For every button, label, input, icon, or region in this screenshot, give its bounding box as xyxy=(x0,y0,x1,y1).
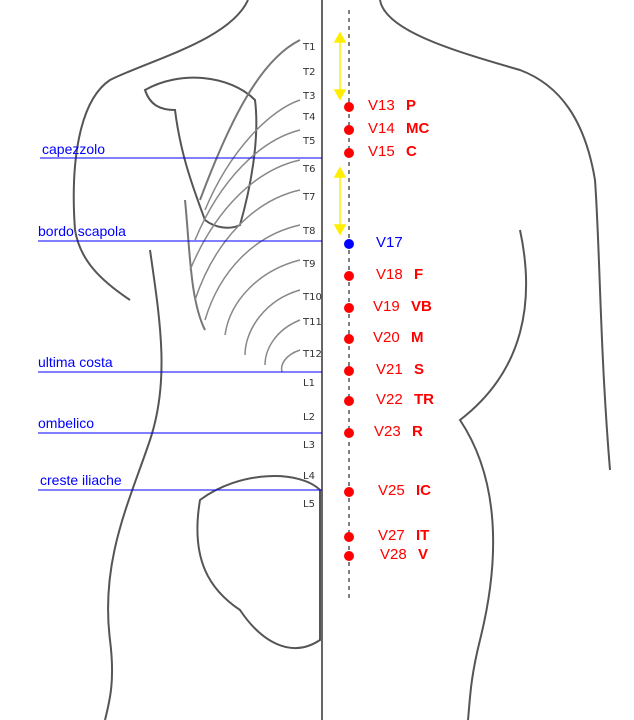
acupoint-dot-v20 xyxy=(344,334,354,344)
acupoint-code: R xyxy=(412,423,423,440)
left-flank-outline xyxy=(104,249,163,720)
vertebra-label: T5 xyxy=(303,136,316,147)
vertebra-label: L5 xyxy=(303,499,315,510)
vertebra-label: T1 xyxy=(303,42,316,53)
acupoint-dot-v23 xyxy=(344,428,354,438)
acupoint-id: V28 xyxy=(380,546,407,563)
acupoint-dot-v25 xyxy=(344,487,354,497)
acupoint-dot-v22 xyxy=(344,396,354,406)
acupoint-id: V13 xyxy=(368,97,395,114)
vertebra-label: L1 xyxy=(303,378,315,389)
vertebra-label: T10 xyxy=(303,292,322,303)
pelvis-outline xyxy=(196,475,321,650)
acupoint-id: V20 xyxy=(373,329,400,346)
landmark-creste-iliache: creste iliache xyxy=(40,472,122,488)
landmark-ombelico: ombelico xyxy=(38,415,95,431)
acupoint-id: V27 xyxy=(378,527,405,544)
acupoint-dot-v13 xyxy=(344,102,354,112)
right-shoulder-outline xyxy=(379,0,611,471)
acupoint-label: V23 R xyxy=(374,423,423,440)
ribs xyxy=(189,99,301,373)
landmark-bordo-scapola: bordo scapola xyxy=(38,223,126,239)
acupoint-code: S xyxy=(414,361,425,378)
landmark-lines xyxy=(38,157,322,491)
acupoint-id: V25 xyxy=(378,482,405,499)
acupoint-label: V15 C xyxy=(368,143,417,160)
acupoint-id: V19 xyxy=(373,298,400,315)
acupoint-code: P xyxy=(406,97,417,114)
acupoint-code: M xyxy=(411,329,424,346)
acupoint-code: C xyxy=(406,143,417,160)
acupoint-id: V14 xyxy=(368,120,395,137)
acupoint-code: F xyxy=(414,266,424,283)
vertebra-label: T7 xyxy=(303,192,316,203)
acupoint-dot-v28 xyxy=(344,551,354,561)
acupoint-label: V18 F xyxy=(376,266,423,283)
vertebra-label: T2 xyxy=(303,67,316,78)
vertebra-label: L4 xyxy=(303,471,315,482)
acupoint-id: V23 xyxy=(374,423,401,440)
acupoint-dot-v27 xyxy=(344,532,354,542)
acupoint-label: V27 IT xyxy=(378,527,429,544)
vertebra-label: T6 xyxy=(303,164,316,175)
vertebra-label: T3 xyxy=(303,91,316,102)
yellow-arrows xyxy=(333,31,347,236)
vertebra-label: T11 xyxy=(303,317,322,328)
acupoint-code: MC xyxy=(406,120,430,137)
acupoint-code: TR xyxy=(414,391,434,408)
acupoint-code: V xyxy=(418,546,429,563)
acupoint-dot-v15 xyxy=(344,148,354,158)
acupoint-dot-v17 xyxy=(344,239,354,249)
vertebra-label: T12 xyxy=(303,349,322,360)
acupoint-id: V18 xyxy=(376,266,403,283)
acupoint-label: V21 S xyxy=(376,361,424,378)
scapula-outline xyxy=(143,76,258,229)
acupoint-id: V21 xyxy=(376,361,403,378)
acupoint-id: V22 xyxy=(376,391,403,408)
vertebra-label: L2 xyxy=(303,412,315,423)
acupoint-id: V17 xyxy=(376,234,403,251)
landmark-capezzolo: capezzolo xyxy=(42,141,106,157)
acupoint-label: V28 V xyxy=(380,546,428,563)
acupoint-label: V22 TR xyxy=(376,391,434,408)
acupoint-label: V17 xyxy=(376,234,414,251)
acupoint-label: V14 MC xyxy=(368,120,429,137)
acupoint-code: IC xyxy=(416,482,431,499)
acupoint-label: V20 M xyxy=(373,329,424,346)
vertebra-label: T9 xyxy=(303,259,316,270)
right-flank-outline xyxy=(458,229,528,720)
acupoint-code: IT xyxy=(416,527,430,544)
acupoint-dot-v18 xyxy=(344,271,354,281)
ribcage-outline xyxy=(184,39,301,331)
acupoint-dot-v14 xyxy=(344,125,354,135)
acupoint-id: V15 xyxy=(368,143,395,160)
acupoint-label: V19 VB xyxy=(373,298,432,315)
acupoint-dot-v19 xyxy=(344,303,354,313)
landmark-ultima-costa: ultima costa xyxy=(38,354,113,370)
acupoint-code: VB xyxy=(411,298,432,315)
vertebra-label: T4 xyxy=(303,112,316,123)
acupoint-dot-v21 xyxy=(344,366,354,376)
acupoint-dots xyxy=(344,102,354,561)
acupoint-label: V25 IC xyxy=(378,482,431,499)
vertebra-label: L3 xyxy=(303,440,315,451)
acupoint-label: V13 P xyxy=(368,97,416,114)
vertebra-label: T8 xyxy=(303,226,316,237)
left-shoulder-outline xyxy=(72,0,249,301)
